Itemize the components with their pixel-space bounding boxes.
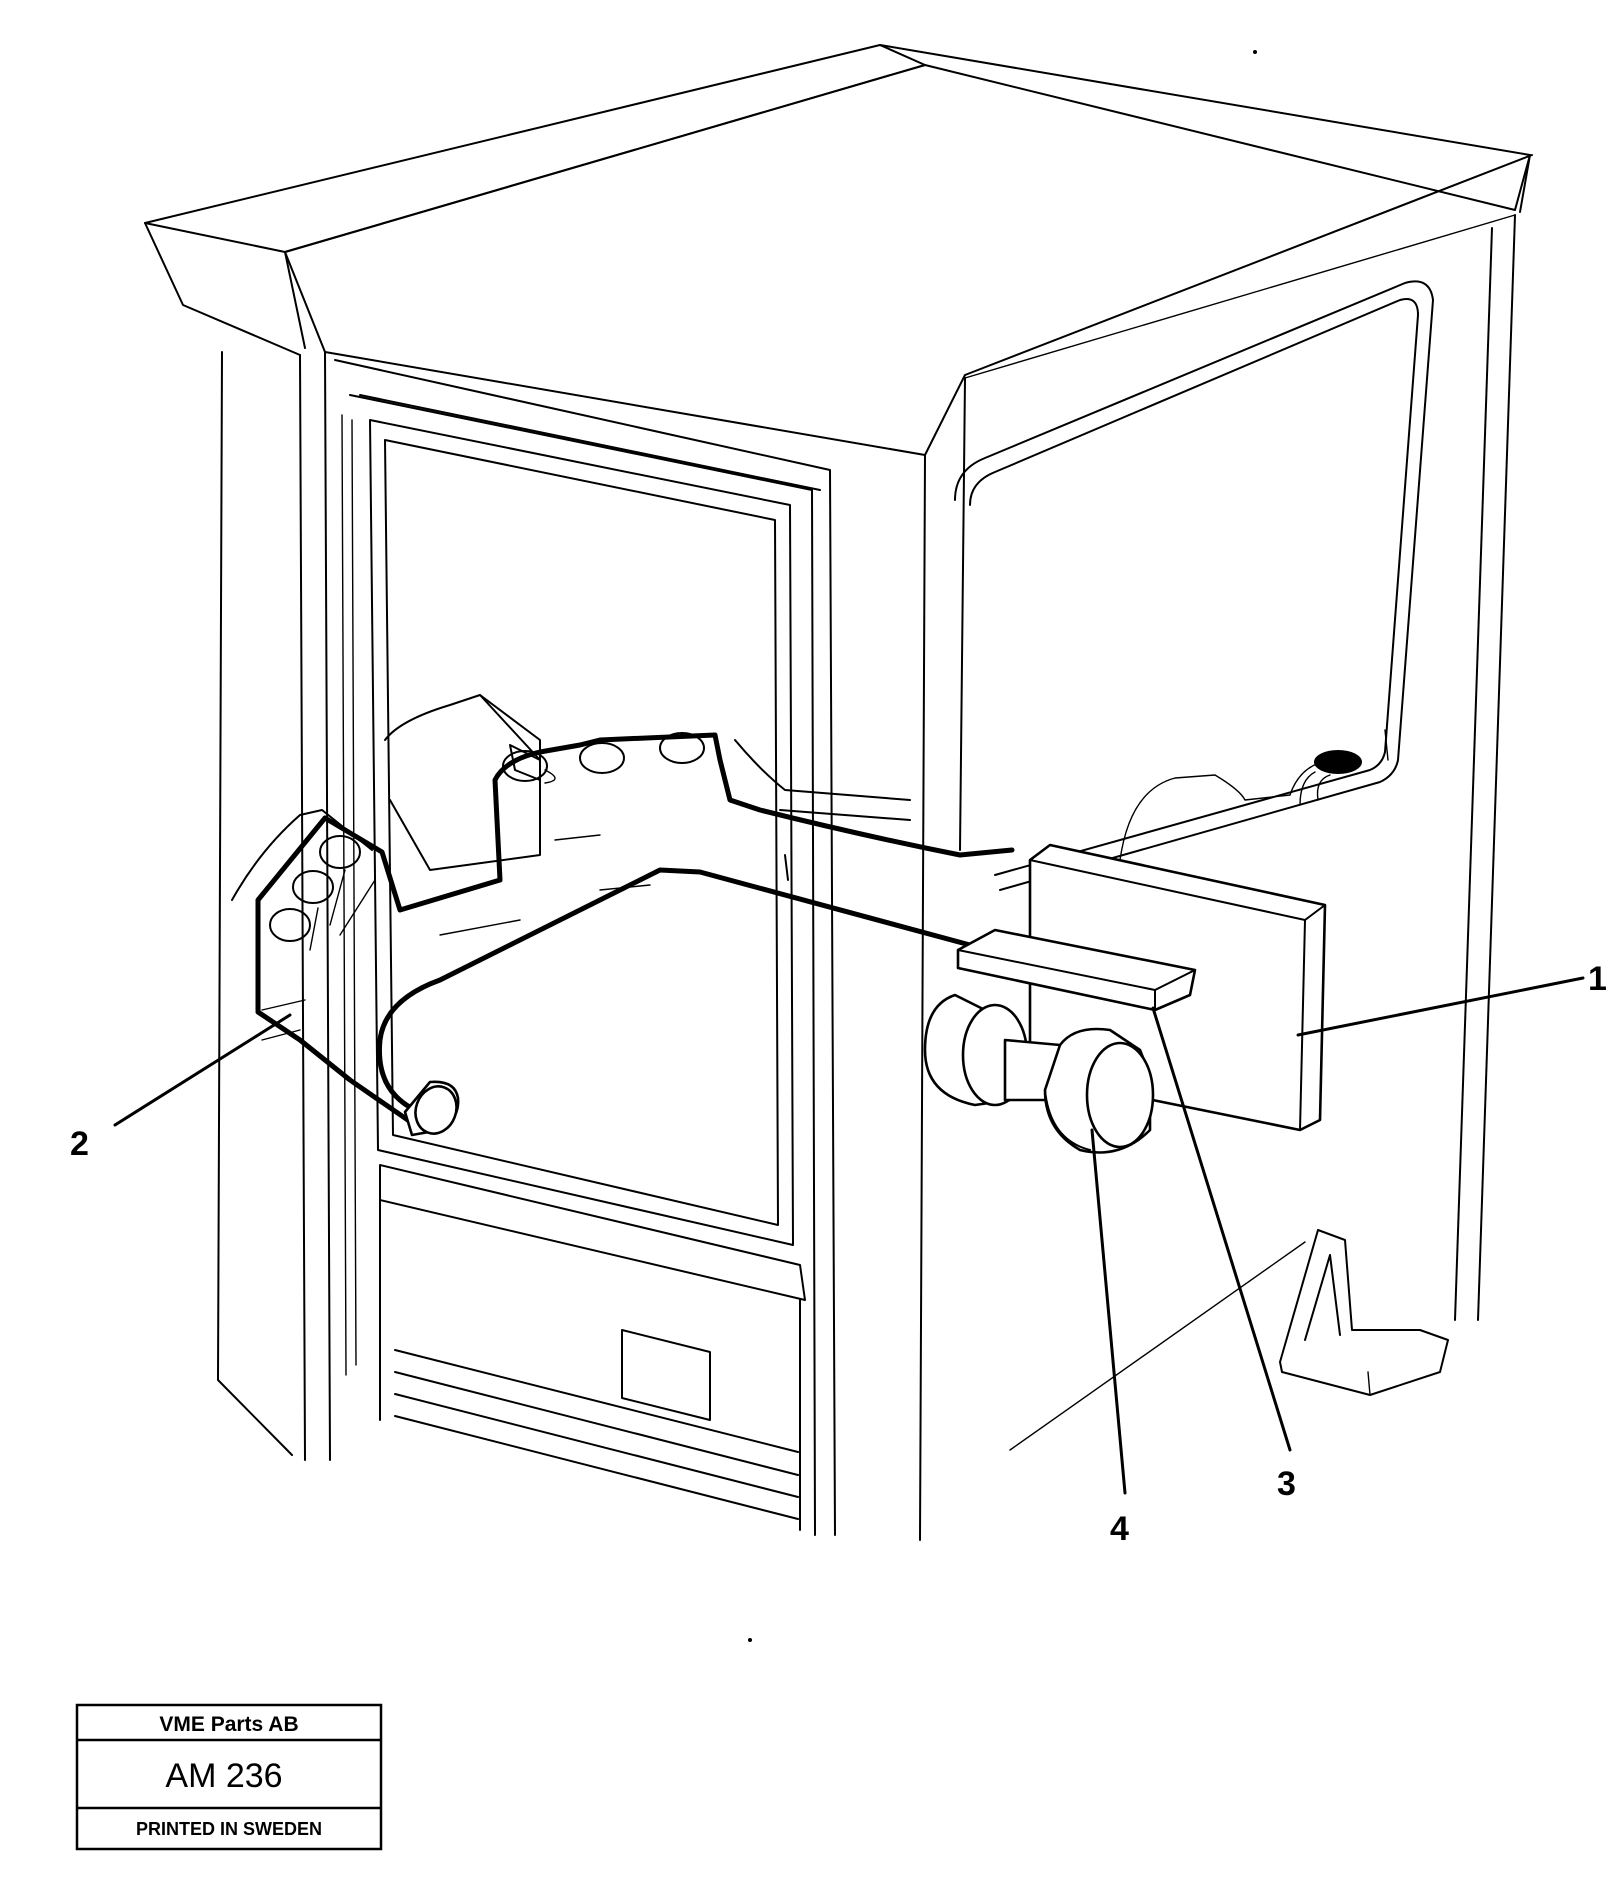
cab-left-side <box>217 351 331 1461</box>
title-block-printed: PRINTED IN SWEDEN <box>136 1819 322 1839</box>
callout-leaders <box>113 976 1585 1495</box>
title-block: VME Parts AB AM 236 PRINTED IN SWEDEN <box>75 1703 383 1851</box>
cab-right-side <box>919 214 1516 1541</box>
callout-1: 1 <box>1588 960 1607 998</box>
callout-2: 2 <box>70 1125 89 1163</box>
title-block-company: VME Parts AB <box>159 1713 298 1736</box>
callout-4: 4 <box>1110 1510 1129 1548</box>
dashboard <box>231 694 1389 1137</box>
part-4-connector <box>923 993 1155 1154</box>
cab-roof <box>144 44 1533 456</box>
cab-front-door <box>334 359 836 1536</box>
callout-3: 3 <box>1277 1465 1296 1503</box>
title-block-code: AM 236 <box>165 1757 282 1795</box>
part-3-relay <box>956 928 1197 1012</box>
